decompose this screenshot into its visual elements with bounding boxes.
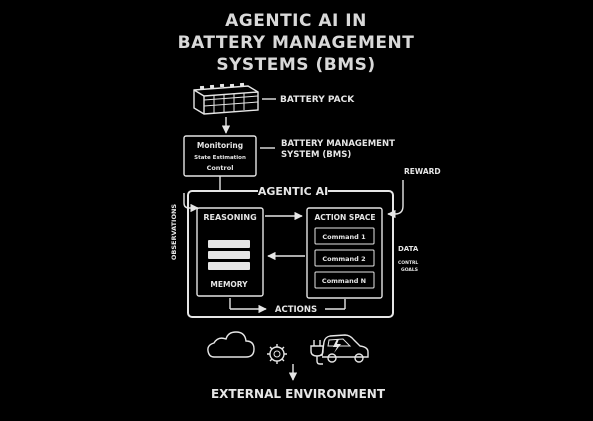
reward-label: REWARD (404, 167, 441, 176)
action-space-box (306, 207, 383, 299)
command-1-label: Command 1 (322, 233, 366, 241)
reasoning-box (196, 207, 264, 297)
bms-monitoring: Monitoring (197, 141, 243, 150)
title-line-2: BATTERY MANAGEMENT (178, 33, 415, 53)
agentic-ai-label: AGENTIC AI (258, 185, 328, 198)
control-goals-line-1: CONTRL (398, 260, 418, 266)
command-2-label: Command 2 (322, 255, 365, 263)
actions-label: ACTIONS (275, 305, 317, 315)
control-goals-line-2: GOALS (401, 267, 418, 273)
bms-state-estimation: State Estimation (194, 155, 246, 161)
gear-icon (267, 344, 287, 364)
bms-control: Control (207, 164, 234, 172)
bms-label-line-1: BATTERY MANAGEMENT (281, 139, 395, 149)
command-n-label: Command N (322, 277, 366, 285)
command-2-box (314, 249, 375, 267)
title-line-1: AGENTIC AI IN (225, 11, 367, 31)
command-1-box (314, 227, 375, 245)
ev-plug-icon (310, 340, 324, 365)
data-label: DATA (398, 245, 419, 253)
battery-pack-label: BATTERY PACK (280, 95, 355, 105)
cloud-icon (207, 331, 255, 358)
memory-stack-icon (208, 240, 250, 270)
battery-pack-icon (193, 82, 259, 115)
bms-label-line-2: SYSTEM (BMS) (281, 150, 351, 160)
external-environment-label: EXTERNAL ENVIRONMENT (211, 387, 386, 401)
electric-car-icon (321, 334, 369, 363)
reasoning-label: REASONING (203, 213, 256, 222)
command-n-box (314, 271, 375, 289)
reward-arrow (387, 180, 404, 219)
observations-label: OBSERVATIONS (170, 204, 178, 261)
observations-arrow (183, 193, 199, 213)
title-line-3: SYSTEMS (BMS) (216, 55, 375, 75)
action-space-label: ACTION SPACE (314, 213, 375, 222)
memory-label: MEMORY (210, 280, 248, 289)
